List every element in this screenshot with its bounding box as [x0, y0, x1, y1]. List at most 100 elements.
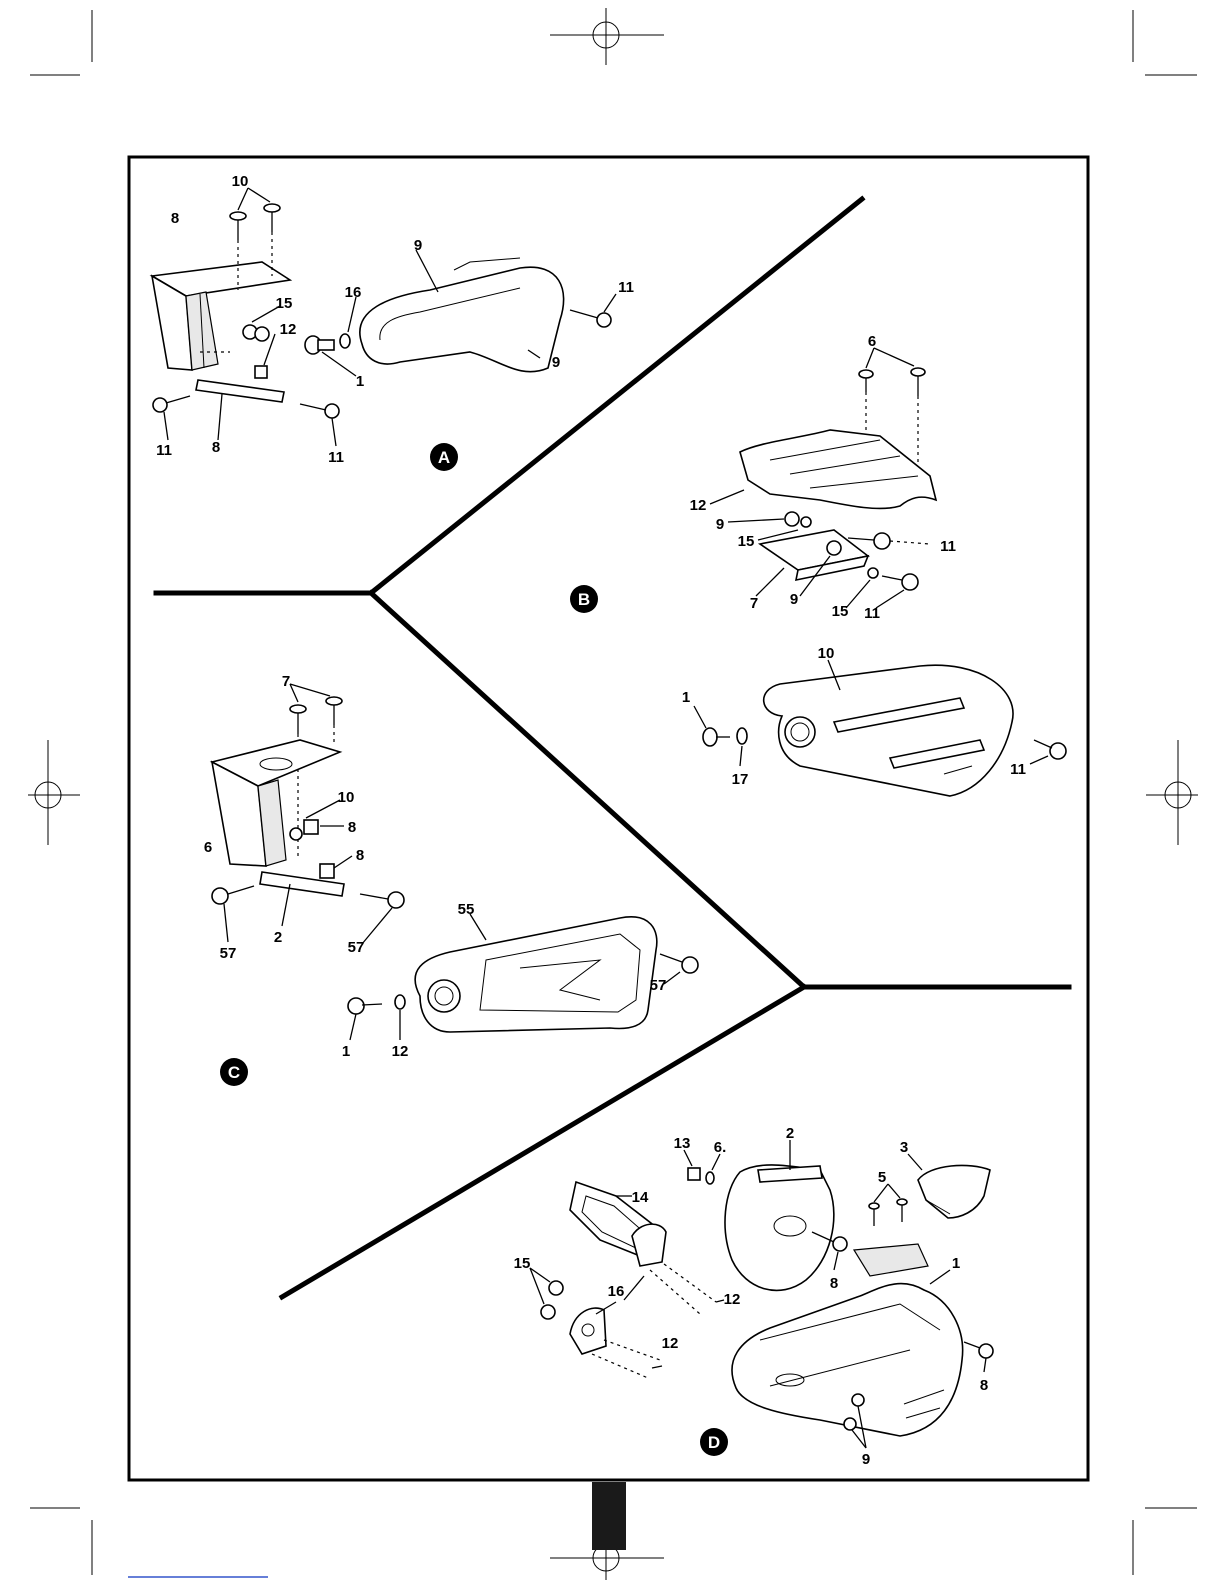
section-badge-b: B — [570, 585, 598, 613]
bolt-icon — [300, 404, 339, 418]
screw-icon — [290, 705, 306, 734]
section-badge-d: D — [700, 1428, 728, 1456]
callout-label: 1 — [952, 1255, 960, 1272]
callout-label: 11 — [328, 449, 344, 466]
callout-label: 57 — [220, 945, 237, 962]
callout-label: 10 — [232, 173, 249, 190]
screw-icon — [230, 212, 246, 240]
callout-label: 8 — [980, 1377, 988, 1394]
callout-label: 8 — [356, 847, 364, 864]
callout-label: 9 — [414, 237, 422, 254]
callout-label: 9 — [790, 591, 798, 608]
callout-label: 8 — [348, 819, 356, 836]
callout-label: 11 — [156, 442, 172, 459]
callout-label: 57 — [348, 939, 365, 956]
svg-text:C: C — [228, 1063, 240, 1082]
washer-icon — [340, 334, 350, 348]
section-b: 6 12 9 15 11 7 9 15 11 10 1 17 11 B — [570, 333, 1066, 796]
section-c: 7 10 8 6 8 57 2 57 55 57 1 12 C — [204, 673, 698, 1086]
callout-label: 8 — [212, 439, 220, 456]
bolt-icon — [212, 886, 254, 904]
callout-label: 12 — [280, 321, 297, 338]
screw-icon — [911, 368, 925, 396]
callout-label: 3 — [900, 1139, 908, 1156]
bolt-icon — [882, 574, 918, 590]
svg-text:A: A — [438, 448, 450, 467]
callout-label: 15 — [514, 1255, 531, 1272]
callout-label: 15 — [738, 533, 755, 550]
nut-icon — [320, 864, 334, 878]
callout-label: 11 — [940, 538, 956, 555]
bolt-icon — [964, 1342, 993, 1358]
screw-icon — [844, 1418, 856, 1430]
section-a: 10 8 9 11 16 15 12 1 9 11 8 11 A — [152, 173, 634, 471]
nut-icon — [549, 1281, 563, 1295]
callout-label: 2 — [786, 1125, 794, 1142]
registration-target-icon — [1146, 782, 1198, 808]
callout-label: 2 — [274, 929, 282, 946]
screw-icon — [852, 1394, 864, 1406]
callout-label: 11 — [618, 279, 634, 296]
callout-label: 55 — [458, 901, 475, 918]
nut-icon — [255, 366, 267, 378]
callout-label: 12 — [724, 1291, 741, 1308]
callout-label: 16 — [345, 284, 362, 301]
screw-icon — [869, 1203, 879, 1226]
callout-label: 14 — [632, 1189, 649, 1206]
crop-marks — [30, 10, 1197, 1575]
nut-icon — [827, 541, 841, 555]
callout-label: 10 — [818, 645, 835, 662]
callout-label: 13 — [674, 1135, 691, 1152]
washer-icon — [737, 728, 747, 744]
callout-label: 9 — [552, 354, 560, 371]
callout-label: 1 — [682, 689, 690, 706]
callout-label: 9 — [716, 516, 724, 533]
screw-icon — [897, 1199, 907, 1222]
callout-label: 8 — [171, 210, 179, 227]
washer-icon — [395, 995, 405, 1009]
callout-label: 6 — [868, 333, 876, 350]
nut-icon — [688, 1168, 700, 1180]
screw-icon — [264, 204, 280, 232]
callout-label: 7 — [750, 595, 758, 612]
svg-text:D: D — [708, 1433, 720, 1452]
bolt-icon — [153, 396, 190, 412]
knob-icon — [305, 336, 334, 354]
callout-label: 12 — [690, 497, 707, 514]
section-badge-c: C — [220, 1058, 248, 1086]
callout-label: 6. — [714, 1139, 727, 1156]
callout-label: 1 — [342, 1043, 350, 1060]
nut-icon — [541, 1305, 555, 1319]
callout-label: 16 — [608, 1283, 625, 1300]
section-d: 13 6. 2 3 14 5 1 15 16 12 8 12 8 9 D — [514, 1125, 993, 1468]
callout-label: 10 — [338, 789, 355, 806]
svg-text:B: B — [578, 590, 590, 609]
page-tab — [592, 1482, 626, 1550]
screw-icon — [326, 697, 342, 725]
nut-icon — [243, 325, 269, 341]
callout-label: 15 — [276, 295, 293, 312]
registration-target-icon — [28, 782, 80, 808]
washer-icon — [706, 1172, 714, 1184]
nut-icon — [785, 512, 811, 527]
callout-label: 9 — [862, 1451, 870, 1468]
knob-icon — [703, 728, 730, 746]
screw-icon — [859, 370, 873, 392]
callout-label: 17 — [732, 771, 749, 788]
callout-label: 8 — [830, 1275, 838, 1292]
bolt-icon — [570, 310, 611, 327]
callout-label: 11 — [1010, 761, 1026, 778]
callout-label: 7 — [282, 673, 290, 690]
knob-icon — [348, 998, 382, 1014]
callout-label: 11 — [864, 605, 880, 622]
registration-target-icon — [550, 8, 664, 65]
bolt-icon — [360, 892, 404, 908]
callout-label: 5 — [878, 1169, 886, 1186]
callout-label: 6 — [204, 839, 212, 856]
callout-label: 12 — [392, 1043, 409, 1060]
section-badge-a: A — [430, 443, 458, 471]
washer-icon — [868, 568, 878, 578]
callout-label: 57 — [650, 977, 667, 994]
